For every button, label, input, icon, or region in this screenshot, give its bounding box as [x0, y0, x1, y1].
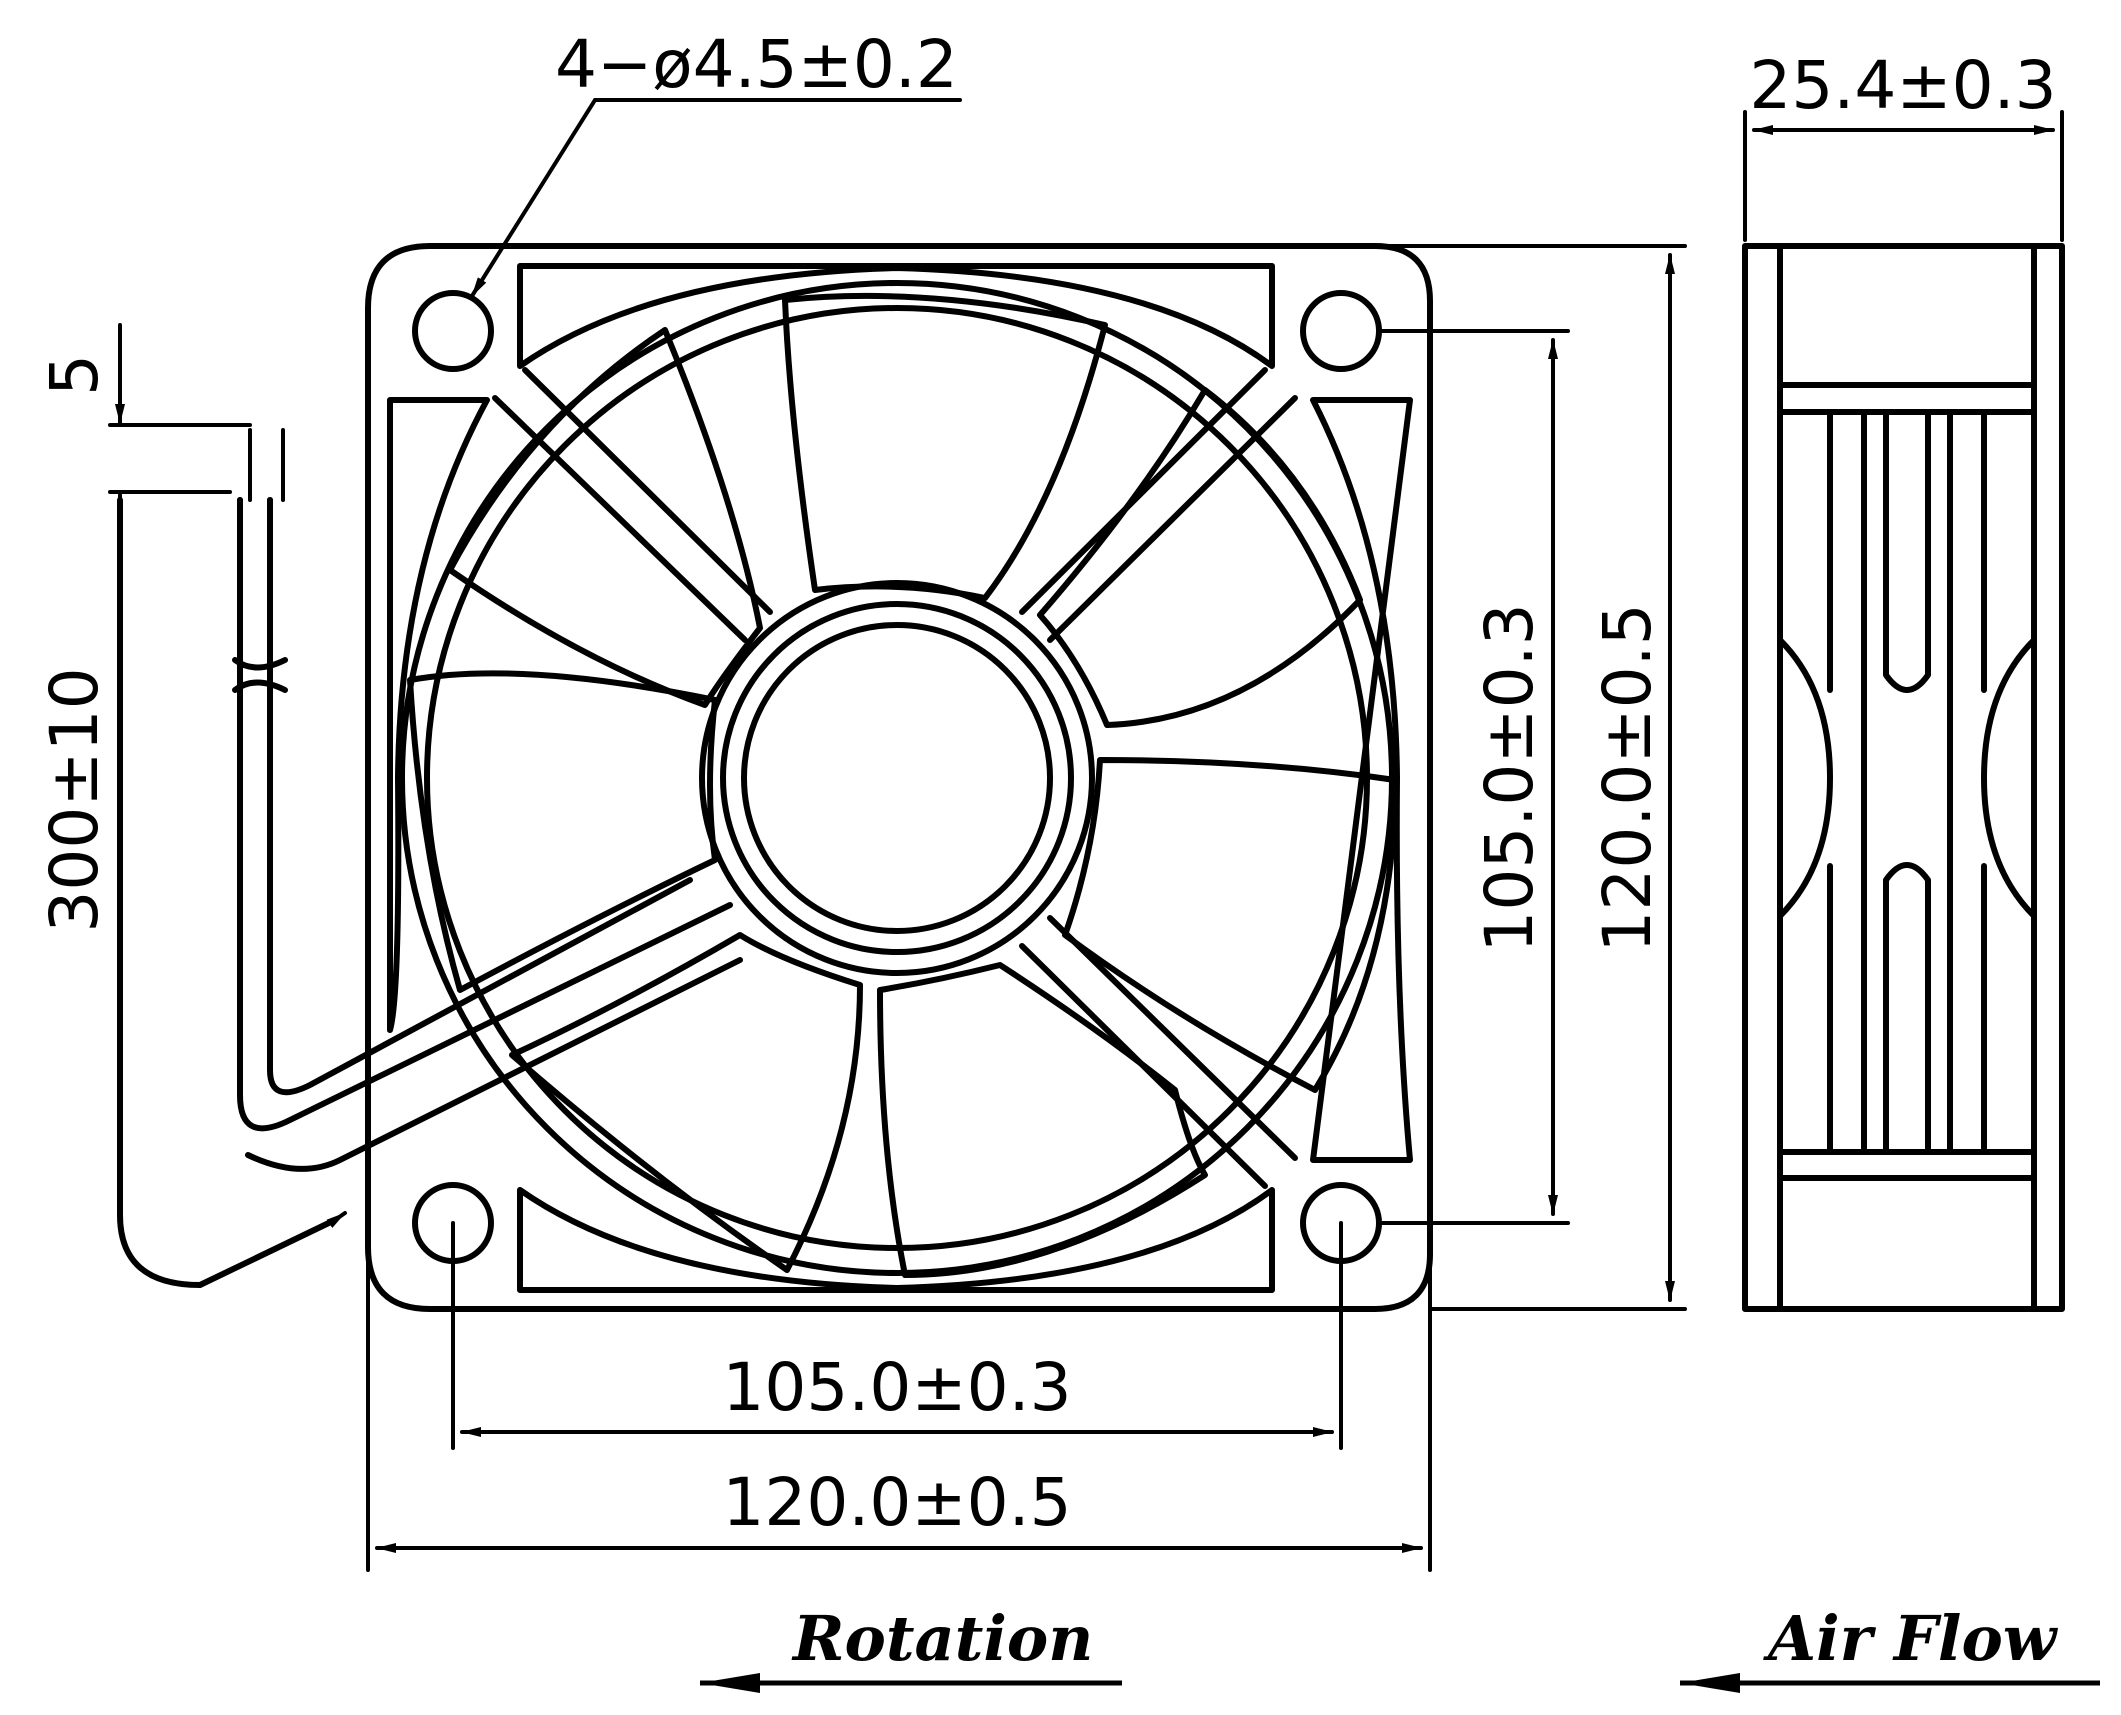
hole-callout-label: 4−ø4.5±0.2	[555, 26, 958, 103]
frame-outline	[365, 243, 1433, 1312]
front-view: 4−ø4.5±0.2	[117, 26, 1433, 1312]
side-left-contour	[1777, 637, 1833, 919]
hub-outer	[699, 580, 1095, 976]
side-slot-top	[1883, 409, 1931, 693]
lead-wires	[117, 428, 743, 1288]
frame-window-left	[387, 397, 490, 1033]
rotation-label: Rotation	[791, 1602, 1093, 1675]
front-dimensions: 105.0±0.3 120.0±0.5 105.0±0.3 120.0±0.5	[366, 244, 1687, 1572]
hub-cap	[741, 622, 1053, 934]
frame-window-top	[517, 263, 1275, 369]
depth-label: 25.4±0.3	[1749, 47, 2056, 124]
lead-offset-label: 5	[36, 354, 113, 396]
rotation-indicator: Rotation	[700, 1602, 1122, 1693]
fan-blades	[407, 292, 1398, 1278]
lead-length-label: 300±10	[36, 667, 113, 932]
frame-height-label: 120.0±0.5	[1589, 603, 1666, 952]
strut-bottom-right	[1019, 915, 1298, 1189]
strut-top-right	[1019, 367, 1298, 643]
side-right-contour	[1981, 637, 2037, 919]
hole-callout-leader	[470, 98, 962, 298]
hole-spacing-horizontal-label: 105.0±0.3	[722, 1349, 1071, 1426]
frame-width-label: 120.0±0.5	[722, 1464, 1071, 1541]
lead-dimensions: 5 300±10	[36, 323, 252, 933]
airflow-indicator: Air Flow	[1680, 1602, 2100, 1693]
hub-inner	[720, 601, 1074, 955]
frame-window-bottom	[517, 1187, 1275, 1293]
rotor-ring-inner	[424, 305, 1370, 1251]
side-slot-bottom	[1883, 862, 1931, 1155]
lead-leader	[326, 1211, 347, 1228]
mount-hole-top-right	[1300, 290, 1382, 372]
hole-spacing-vertical-label: 105.0±0.3	[1471, 603, 1548, 952]
side-outline	[1742, 243, 2065, 1312]
airflow-label: Air Flow	[1763, 1602, 2059, 1675]
side-view: 25.4±0.3	[1742, 47, 2065, 1312]
mount-hole-top-left	[412, 290, 494, 372]
